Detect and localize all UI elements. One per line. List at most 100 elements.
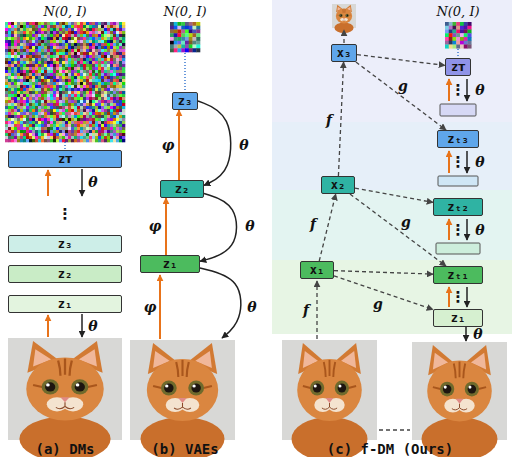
noise-pixel: [8, 103, 11, 106]
cat-eye: [345, 14, 349, 18]
noise-pixel: [89, 103, 92, 106]
latent-box: zₜ₁: [433, 266, 483, 284]
noise-pixel: [68, 76, 71, 79]
noise-pixel: [59, 55, 62, 58]
noise-pixel: [77, 103, 80, 106]
noise-pixel: [456, 37, 460, 41]
noise-pixel: [92, 130, 95, 133]
noise-pixel: [11, 106, 14, 109]
noise-pixel: [80, 79, 83, 82]
noise-pixel: [98, 115, 101, 118]
noise-pixel: [104, 115, 107, 118]
noise-pixel: [44, 130, 47, 133]
noise-pixel: [17, 121, 20, 124]
noise-pixel: [119, 85, 122, 88]
noise-pixel: [26, 127, 29, 130]
noise-pixel: [11, 58, 14, 61]
noise-pixel: [17, 52, 20, 55]
noise-pixel: [185, 30, 189, 34]
noise-pixel: [32, 85, 35, 88]
noise-pixel: [119, 82, 122, 85]
noise-pixel: [116, 58, 119, 61]
latent-label: x₁: [310, 264, 324, 276]
noise-pixel: [53, 118, 56, 121]
noise-pixel: [104, 64, 107, 67]
noise-pixel: [56, 79, 59, 82]
noise-pixel: [68, 127, 71, 130]
noise-pixel: [107, 103, 110, 106]
noise-pixel: [59, 94, 62, 97]
noise-pixel: [77, 121, 80, 124]
cat-head: [297, 359, 362, 421]
noise-pixel: [32, 76, 35, 79]
noise-pixel: [41, 97, 44, 100]
noise-pixel: [20, 115, 23, 118]
noise-pixel: [464, 33, 468, 37]
noise-pixel: [74, 94, 77, 97]
noise-pixel: [20, 85, 23, 88]
noise-pixel: [59, 127, 62, 130]
noise-pixel: [89, 34, 92, 37]
noise-pixel: [453, 33, 457, 37]
noise-pixel: [122, 91, 125, 94]
noise-pixel: [29, 100, 32, 103]
noise-pixel: [178, 45, 182, 49]
noise-pixel: [468, 37, 472, 41]
noise-pixel: [95, 82, 98, 85]
noise-pixel: [104, 118, 107, 121]
noise-pixel: [14, 91, 17, 94]
latent-box-empty: [438, 176, 478, 186]
latent-box: z₁: [433, 309, 483, 327]
noise-pixel: [80, 139, 83, 142]
noise-pixel: [38, 94, 41, 97]
noise-pixel: [116, 49, 119, 52]
noise-pixel: [89, 91, 92, 94]
noise-pixel: [35, 70, 38, 73]
noise-pixel: [113, 31, 116, 34]
noise-pixel: [83, 127, 86, 130]
noise-pixel: [26, 76, 29, 79]
cat-mouth: [342, 19, 346, 21]
noise-pixel: [53, 124, 56, 127]
noise-pixel: [174, 33, 178, 37]
noise-pixel: [20, 28, 23, 31]
noise-pixel: [23, 109, 26, 112]
figure-label: N(0, I): [43, 5, 86, 18]
noise-pixel: [196, 37, 200, 41]
noise-pixel: [113, 40, 116, 43]
noise-pixel: [14, 136, 17, 139]
noise-pixel: [44, 109, 47, 112]
noise-pixel: [119, 64, 122, 67]
noise-pixel: [8, 94, 11, 97]
noise-pixel: [41, 103, 44, 106]
noise-pixel: [41, 91, 44, 94]
noise-pixel: [92, 76, 95, 79]
noise-pixel: [104, 46, 107, 49]
noise-pixel: [8, 22, 11, 25]
noise-pixel: [8, 46, 11, 49]
noise-pixel: [77, 55, 80, 58]
noise-pixel: [47, 52, 50, 55]
noise-pixel: [26, 88, 29, 91]
noise-pixel: [74, 82, 77, 85]
figure-label: θ: [475, 223, 484, 237]
noise-image: [445, 22, 472, 49]
noise-pixel: [29, 67, 32, 70]
noise-pixel: [449, 37, 453, 41]
noise-pixel: [26, 61, 29, 64]
noise-pixel: [71, 55, 74, 58]
noise-pixel: [44, 139, 47, 142]
noise-pixel: [74, 130, 77, 133]
noise-pixel: [83, 106, 86, 109]
noise-pixel: [35, 88, 38, 91]
noise-pixel: [445, 22, 449, 26]
noise-pixel: [107, 121, 110, 124]
noise-pixel: [23, 61, 26, 64]
noise-pixel: [74, 79, 77, 82]
noise-pixel: [11, 22, 14, 25]
noise-pixel: [107, 82, 110, 85]
noise-pixel: [53, 67, 56, 70]
noise-pixel: [20, 97, 23, 100]
noise-pixel: [26, 118, 29, 121]
noise-pixel: [98, 55, 101, 58]
